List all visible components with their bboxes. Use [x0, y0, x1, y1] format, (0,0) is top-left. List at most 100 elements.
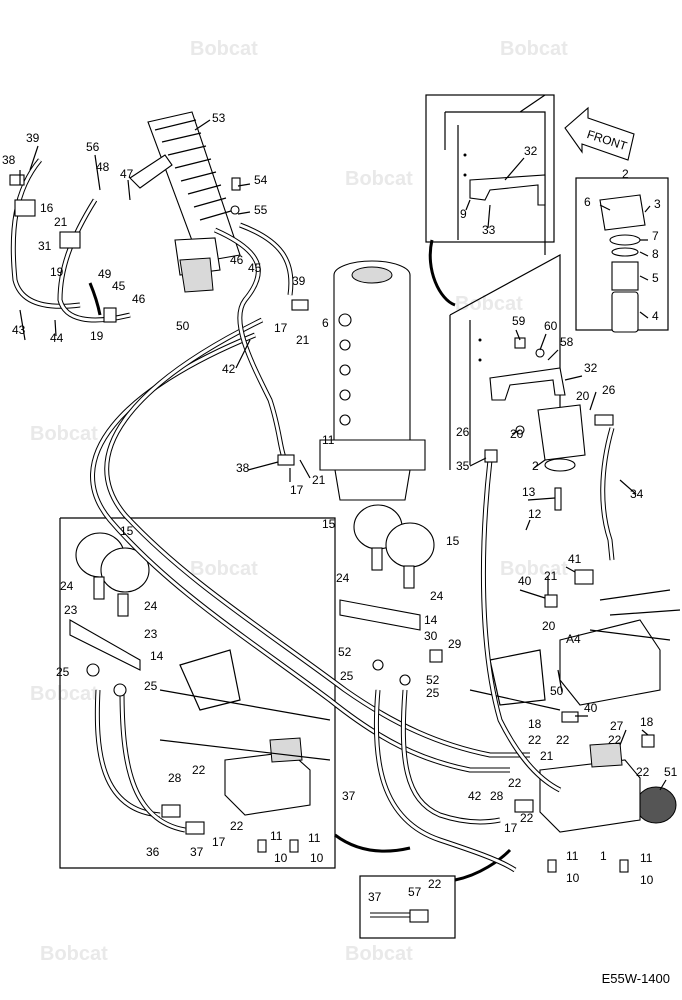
watermark-layer: Bobcat Bobcat Bobcat Bobcat Bobcat Bobca… [30, 38, 568, 965]
callout: 11 [566, 849, 579, 863]
inset-bracket-detail [425, 94, 555, 243]
bracket-14 [69, 599, 421, 671]
front-arrow: FRONT [564, 106, 635, 161]
callout: 11 [308, 831, 321, 845]
callout: 28 [490, 789, 504, 803]
callout: 22 [608, 733, 622, 747]
callout: 46 [132, 292, 146, 306]
callout: 45 [112, 279, 126, 293]
valve-block [224, 737, 641, 833]
callout: 18 [640, 715, 654, 729]
watermark-text: Bobcat [30, 423, 98, 445]
callout: 2 [532, 459, 539, 473]
callout: 10 [310, 851, 324, 865]
callout: 15 [120, 524, 134, 538]
callout: 40 [518, 574, 532, 588]
swivel-joint [319, 260, 426, 501]
callout-labels: 53 39 56 38 48 47 54 55 16 21 31 19 49 4… [2, 111, 678, 904]
callout: 55 [254, 203, 268, 217]
callout: 39 [292, 274, 306, 288]
inset-hose-detail [359, 875, 456, 939]
callout: 17 [212, 835, 226, 849]
callout: 21 [54, 215, 68, 229]
callout: 37 [190, 845, 204, 859]
callout: 40 [584, 701, 598, 715]
callout: 17 [274, 321, 288, 335]
callout: 21 [296, 333, 310, 347]
callout: 11 [270, 829, 283, 843]
callout: 29 [448, 637, 462, 651]
callout: 22 [528, 733, 542, 747]
cab-panel [444, 94, 561, 470]
callout-port: A4 [566, 632, 581, 646]
callout: 25 [56, 665, 70, 679]
callout: 38 [2, 153, 16, 167]
callout: 39 [26, 131, 40, 145]
callout: 22 [520, 811, 534, 825]
callout: 46 [230, 253, 244, 267]
callout: 21 [544, 569, 558, 583]
callout: 22 [230, 819, 244, 833]
callout: 24 [144, 599, 158, 613]
callout: 17 [504, 821, 518, 835]
callout: 1 [600, 849, 607, 863]
callout: 25 [340, 669, 354, 683]
callout: 36 [146, 845, 160, 859]
callout: 23 [144, 627, 158, 641]
callout: 7 [652, 229, 659, 243]
callout: 17 [290, 483, 304, 497]
callout: 10 [640, 873, 654, 887]
callout: 22 [508, 776, 522, 790]
callout: 12 [528, 507, 542, 521]
callout: 30 [424, 629, 438, 643]
callout: 56 [86, 140, 100, 154]
watermark-text: Bobcat [455, 293, 523, 315]
callout: 18 [528, 717, 542, 731]
callout: 19 [50, 265, 64, 279]
callout: 50 [550, 684, 564, 698]
callout: 54 [254, 173, 268, 187]
callout: 3 [654, 197, 661, 211]
filter-assembly [537, 194, 646, 472]
callout: 22 [556, 733, 570, 747]
callout: 22 [636, 765, 650, 779]
callout: 8 [652, 247, 659, 261]
watermark-text: Bobcat [30, 683, 98, 705]
callout: 58 [560, 335, 574, 349]
callout: 21 [312, 473, 326, 487]
callout: 53 [212, 111, 226, 125]
callout: 52 [426, 673, 440, 687]
foot-pedal [129, 111, 241, 293]
accumulators [75, 504, 677, 824]
callout: 60 [544, 319, 558, 333]
callout: 34 [630, 487, 644, 501]
callout: 2 [622, 167, 629, 181]
callout: 14 [150, 649, 164, 663]
callout: 10 [274, 851, 288, 865]
hose-bundle [10, 158, 615, 918]
callout: 37 [342, 789, 356, 803]
callout: 16 [40, 201, 54, 215]
callout: 6 [322, 316, 329, 330]
drawing-reference-code: E55W-1400 [601, 971, 670, 986]
callout: 35 [456, 459, 470, 473]
callout: 23 [64, 603, 78, 617]
callout: 45 [248, 261, 262, 275]
callout: 9 [460, 207, 467, 221]
callout: 41 [568, 552, 582, 566]
callout: 19 [90, 329, 104, 343]
callout: 22 [192, 763, 206, 777]
callout: 50 [176, 319, 190, 333]
callout: 5 [652, 271, 659, 285]
leader-lines [19, 119, 667, 791]
callout: 15 [322, 517, 336, 531]
callout: 20 [510, 427, 524, 441]
callout: 21 [540, 749, 554, 763]
watermark-text: Bobcat [345, 168, 413, 190]
callout: 24 [430, 589, 444, 603]
callout: 51 [664, 765, 678, 779]
fittings [9, 174, 655, 923]
callout: 44 [50, 331, 64, 345]
inset-valve-detail [59, 517, 336, 869]
